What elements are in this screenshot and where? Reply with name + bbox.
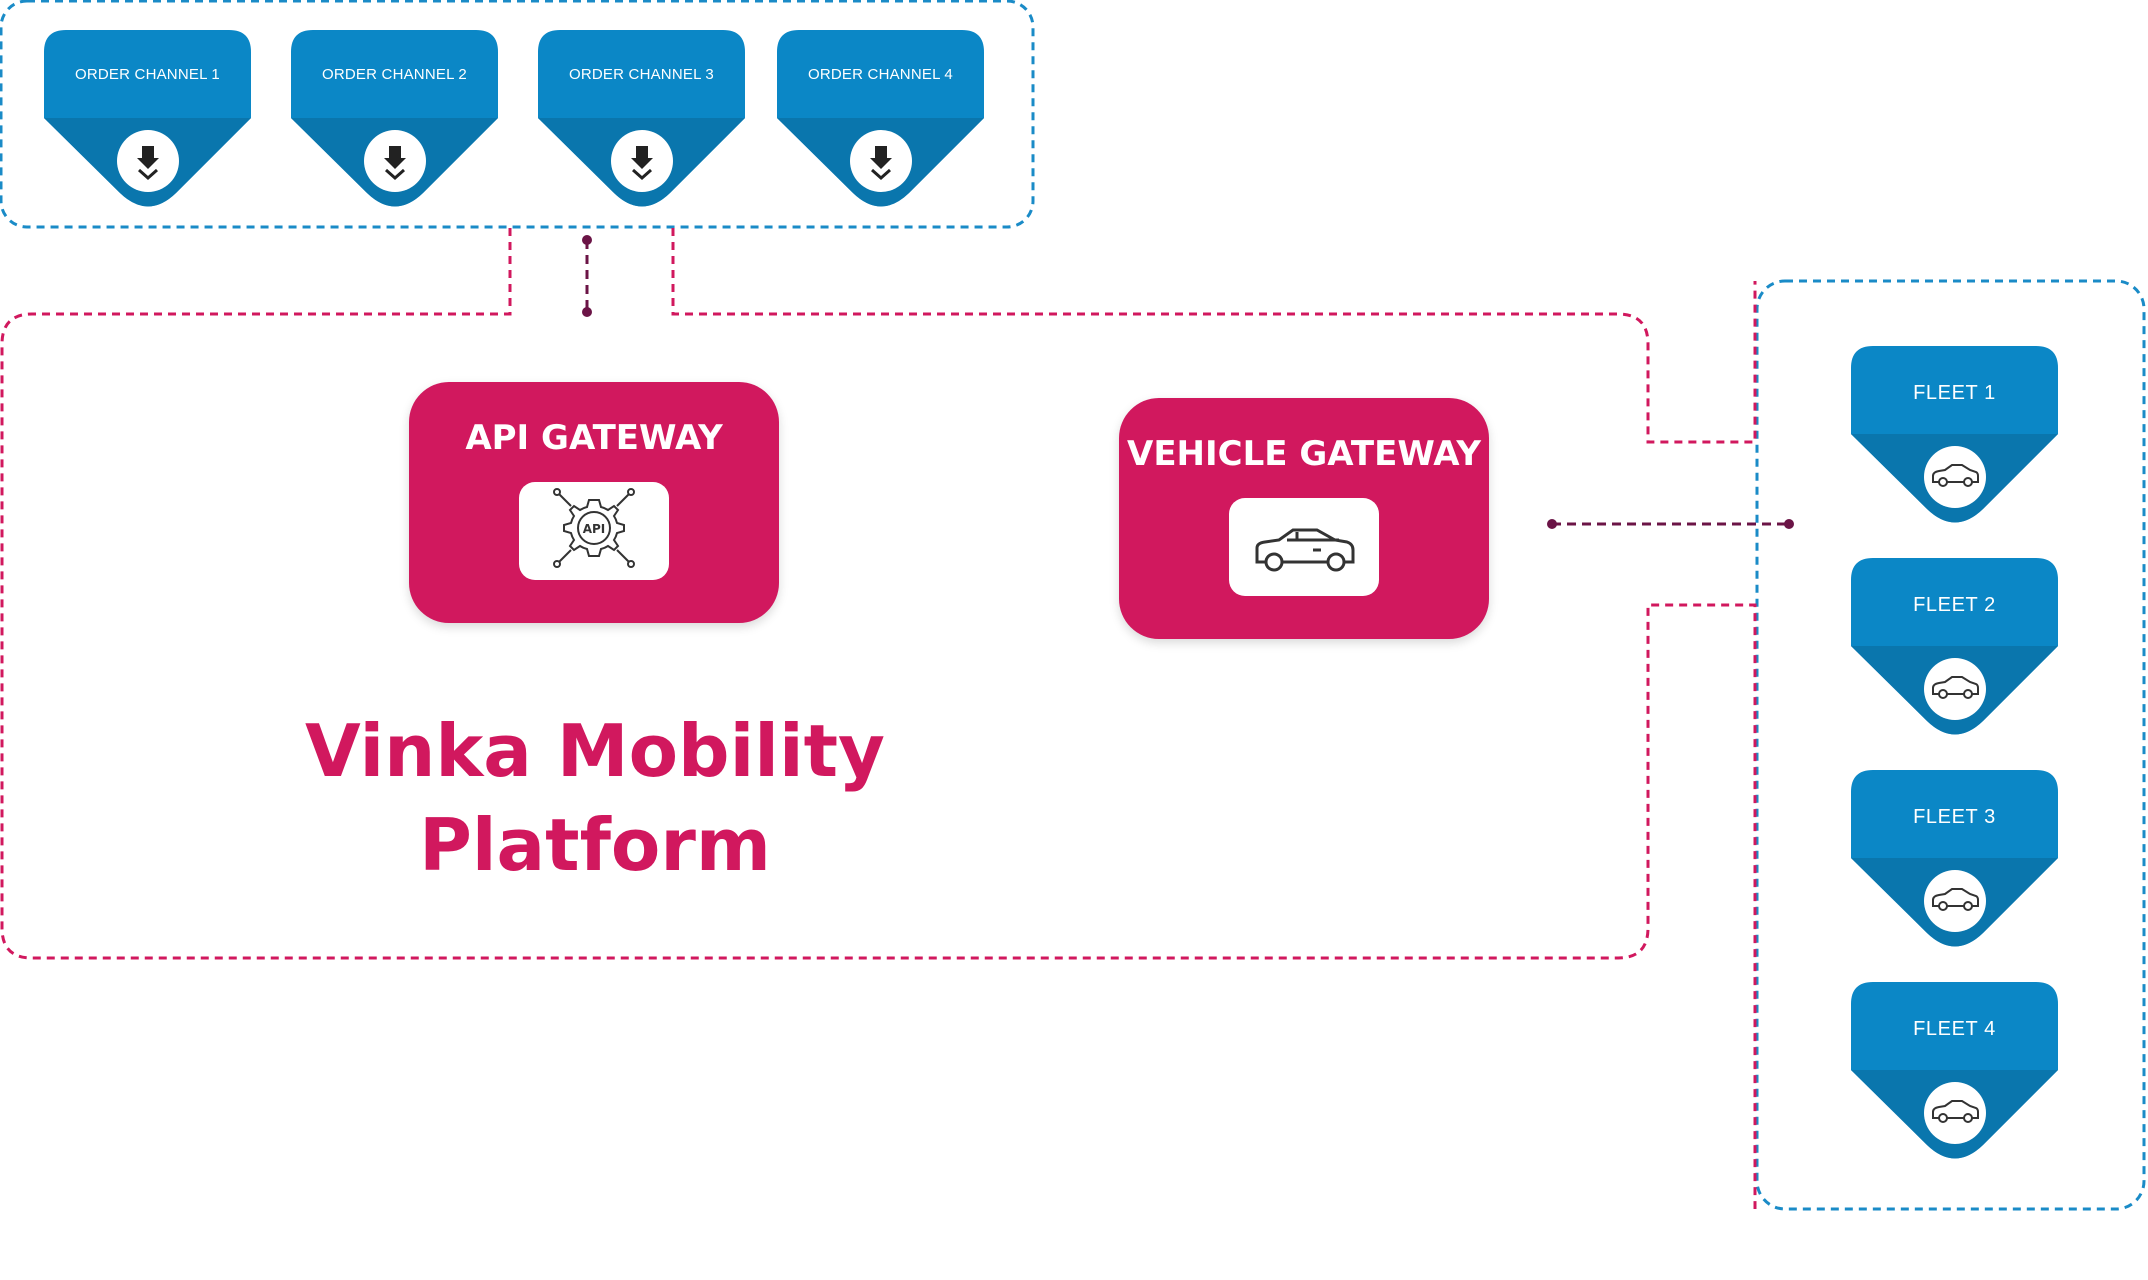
order-channel-card: ORDER CHANNEL 1: [44, 30, 251, 207]
fleet-shape: [1851, 770, 2058, 947]
fleet-label: FLEET 3: [1913, 806, 1996, 828]
order-channel-card: ORDER CHANNEL 4: [777, 30, 984, 207]
car-icon: [1932, 888, 1979, 911]
download-arrow-icon: [870, 146, 892, 181]
fleet-shape: [1851, 558, 2058, 735]
fleets-group-border: [1755, 279, 2146, 1211]
car-icon: [1932, 676, 1979, 699]
order-channels-group-border: [0, 0, 1035, 229]
car-icon: [1255, 528, 1355, 572]
api-gateway-box: API GATEWAY API: [409, 382, 779, 623]
fleet-card: FLEET 4: [1851, 982, 2058, 1159]
order-channel-label: ORDER CHANNEL 1: [75, 66, 220, 83]
order-channel-shape: [44, 30, 251, 207]
car-icon: [1932, 464, 1979, 487]
fleet-label: FLEET 2: [1913, 594, 1996, 616]
fleet-shape: [1851, 346, 2058, 523]
order-channel-label: ORDER CHANNEL 3: [569, 66, 714, 83]
connector-dot: [582, 235, 592, 245]
order-channel-label: ORDER CHANNEL 2: [322, 66, 467, 83]
api-gateway-title: API GATEWAY: [465, 418, 723, 458]
order-channel-shape: [538, 30, 745, 207]
order-channel-card: ORDER CHANNEL 3: [538, 30, 745, 207]
platform-border-right: [671, 228, 1757, 444]
fleet-card: FLEET 1: [1851, 346, 2058, 523]
order-channel-card: ORDER CHANNEL 2: [291, 30, 498, 207]
api-gear-icon: API: [553, 488, 635, 568]
platform-title-line-1: Vinka Mobility: [305, 709, 885, 793]
order-channel-shape: [777, 30, 984, 207]
platform-border: [0, 228, 1757, 1209]
download-arrow-icon: [137, 146, 159, 181]
order-channel-shape: [291, 30, 498, 207]
download-arrow-icon: [384, 146, 406, 181]
platform-title-line-2: Platform: [419, 803, 771, 887]
fleet-label: FLEET 4: [1913, 1018, 1996, 1040]
fleet-shape: [1851, 982, 2058, 1159]
fleet-label: FLEET 1: [1913, 382, 1996, 404]
fleet-card: FLEET 3: [1851, 770, 2058, 947]
vehicle-gateway-title: VEHICLE GATEWAY: [1127, 434, 1481, 474]
platform-title: Vinka Mobility Platform: [290, 704, 900, 892]
order-channel-label: ORDER CHANNEL 4: [808, 66, 953, 83]
api-gateway-icon-box: API: [519, 482, 669, 580]
vehicle-gateway-box: VEHICLE GATEWAY: [1119, 398, 1489, 639]
connector-dot: [582, 307, 592, 317]
connector-dot: [1784, 519, 1794, 529]
vehicle-gateway-icon-box: [1229, 498, 1379, 596]
car-icon: [1932, 1100, 1979, 1123]
svg-text:API: API: [583, 522, 606, 536]
download-arrow-icon: [631, 146, 653, 181]
connector-dot: [1547, 519, 1557, 529]
fleet-card: FLEET 2: [1851, 558, 2058, 735]
